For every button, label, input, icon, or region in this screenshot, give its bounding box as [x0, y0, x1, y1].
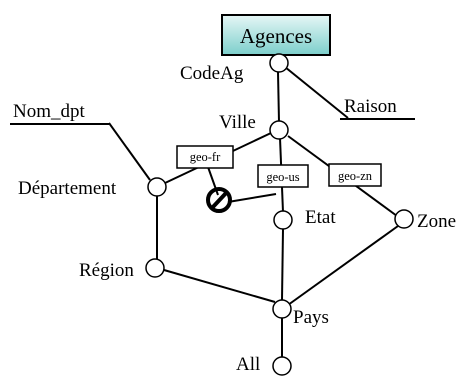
label-ville: Ville	[219, 112, 256, 133]
label-raison: Raison	[344, 96, 397, 117]
label-zone: Zone	[417, 211, 456, 232]
node-region	[145, 258, 165, 278]
edge-region-pays	[163, 269, 276, 303]
fact-agences-label: Agences	[240, 24, 312, 48]
edge-etat-pays	[281, 228, 284, 301]
tag-geo-us-box	[257, 164, 309, 188]
label-pays: Pays	[293, 307, 329, 328]
exclusion-slash	[210, 190, 229, 210]
label-underlines	[10, 118, 415, 125]
node-ville	[269, 120, 289, 140]
edge-codeag-ville	[277, 71, 280, 123]
label-region: Région	[79, 260, 134, 281]
edge-nomdpt-departement	[108, 122, 151, 181]
fact-agences-box	[221, 14, 331, 56]
edge-geous-blocked	[227, 193, 277, 203]
node-all	[272, 356, 292, 376]
edge-codeag-raison	[284, 66, 349, 119]
label-departement: Département	[18, 178, 117, 199]
attribute-labels: CodeAg Raison Ville Nom_dpt Département …	[13, 63, 456, 375]
fact-agences: Agences	[221, 14, 331, 56]
attribute-nodes	[145, 53, 414, 376]
node-etat	[273, 210, 293, 230]
label-nom-dpt: Nom_dpt	[13, 101, 86, 122]
tag-geo-us-label: geo-us	[266, 170, 299, 184]
label-all: All	[236, 354, 260, 375]
label-etat: Etat	[305, 207, 336, 228]
tag-geo-zn-label: geo-zn	[338, 169, 373, 183]
label-codeag: CodeAg	[180, 63, 244, 84]
hierarchy-tags: geo-fr geo-us geo-zn	[176, 145, 382, 188]
node-zone	[394, 209, 414, 229]
tag-geo-fr-box	[176, 145, 234, 169]
node-pays	[272, 299, 292, 319]
node-codeag	[269, 53, 289, 73]
exclusion-ring	[206, 187, 232, 213]
node-departement	[147, 177, 167, 197]
edge-zone-pays	[287, 225, 399, 306]
exclusion-icon	[206, 187, 232, 213]
tag-geo-zn-box	[328, 163, 382, 187]
tag-geo-fr-label: geo-fr	[190, 150, 221, 164]
